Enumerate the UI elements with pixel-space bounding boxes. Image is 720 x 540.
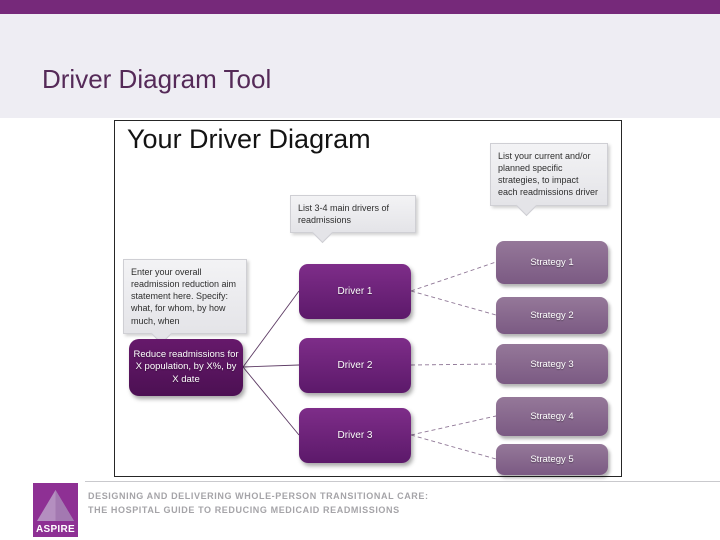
- top-accent-bar: [0, 0, 720, 14]
- connector-driver1-strategy2: [410, 290, 497, 316]
- driver-1-box: Driver 1: [299, 264, 411, 319]
- callout-tail: [515, 194, 538, 216]
- callout-strategies-text: List your current and/or planned specifi…: [498, 151, 599, 198]
- footer-caption-line2: THE HOSPITAL GUIDE TO REDUCING MEDICAID …: [88, 505, 400, 515]
- connector-driver3-strategy5: [410, 434, 497, 460]
- strategy-5-box: Strategy 5: [496, 444, 608, 475]
- strategy-1-box: Strategy 1: [496, 241, 608, 284]
- driver-2-box: Driver 2: [299, 338, 411, 393]
- connector-aim-driver3: [242, 366, 300, 436]
- page-title: Driver Diagram Tool: [42, 64, 272, 94]
- aspire-logo-text: ASPIRE: [35, 524, 76, 535]
- strategy-3-box: Strategy 3: [496, 344, 608, 384]
- footer-divider: [85, 481, 720, 482]
- strategy-2-box: Strategy 2: [496, 297, 608, 334]
- connector-driver3-strategy4: [410, 415, 497, 436]
- callout-tail: [311, 222, 334, 244]
- connector-aim-driver1: [242, 290, 300, 368]
- connector-aim-driver2: [242, 364, 300, 368]
- callout-drivers-text: List 3-4 main drivers of readmissions: [298, 203, 390, 226]
- callout-aim-text: Enter your overall readmission reduction…: [131, 267, 237, 326]
- footer-caption: DESIGNING AND DELIVERING WHOLE-PERSON TR…: [88, 489, 429, 517]
- aim-statement-box: Reduce readmissions for X population, by…: [129, 339, 243, 396]
- footer-caption-line1: DESIGNING AND DELIVERING WHOLE-PERSON TR…: [88, 491, 429, 501]
- strategy-4-box: Strategy 4: [496, 397, 608, 436]
- connector-driver2-strategy3: [410, 363, 497, 366]
- page-header: Driver Diagram Tool: [0, 14, 720, 118]
- aspire-logo: ASPIRE: [33, 483, 78, 537]
- mountain-icon: [37, 490, 74, 521]
- slide-canvas: Your Driver Diagram Enter your overall r…: [114, 120, 622, 477]
- connector-driver1-strategy1: [410, 261, 497, 292]
- callout-drivers-instructions: List 3-4 main drivers of readmissions: [290, 195, 416, 244]
- callout-strategies-instructions: List your current and/or planned specifi…: [490, 143, 608, 216]
- slide-title: Your Driver Diagram: [127, 124, 371, 154]
- driver-3-box: Driver 3: [299, 408, 411, 463]
- callout-aim-instructions: Enter your overall readmission reduction…: [123, 259, 247, 344]
